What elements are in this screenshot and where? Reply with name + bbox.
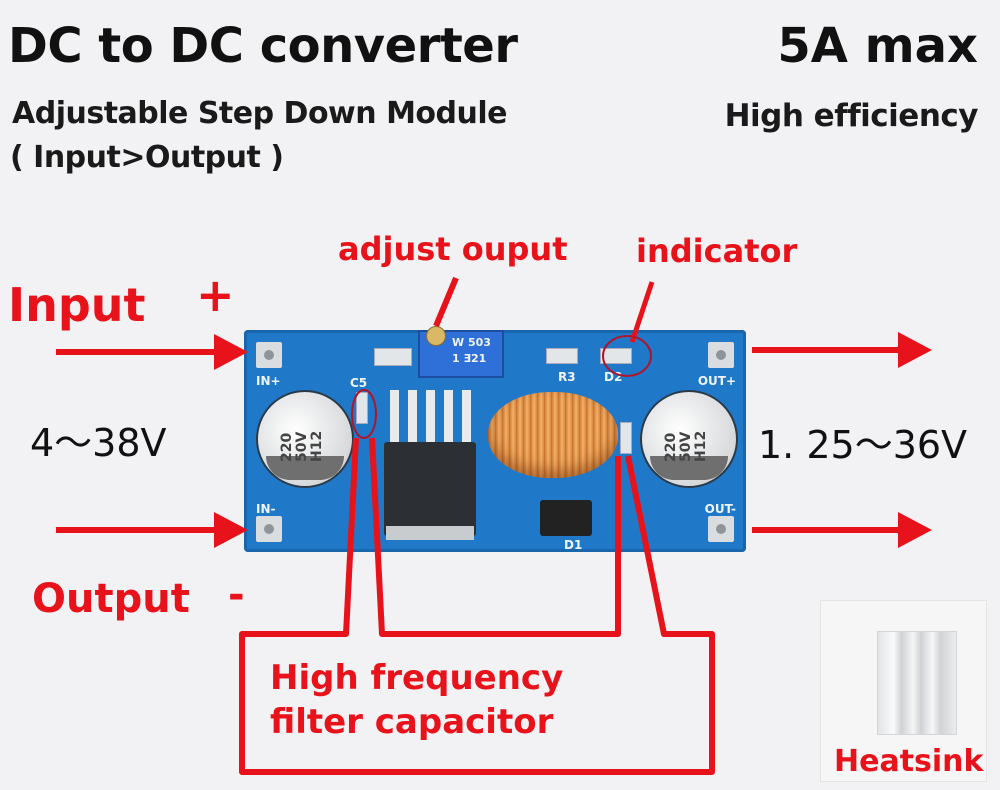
heatsink-label: Heatsink — [834, 744, 984, 779]
input-minus-arrow — [56, 512, 248, 548]
regulator-ic — [384, 442, 476, 536]
output-voltage-range: 1. 25～36V — [758, 423, 968, 467]
subnote: ( Input>Output ) — [10, 140, 284, 175]
input-capacitor: 220 50V H12 — [256, 390, 354, 488]
indicator-label: indicator — [636, 232, 798, 270]
filter-cap-line-2: filter capacitor — [270, 702, 554, 742]
silk-d1: D1 — [564, 538, 583, 552]
silk-out-plus: OUT+ — [697, 374, 736, 388]
pot-screw-icon[interactable] — [426, 326, 446, 346]
page-title: DC to DC converter — [8, 18, 518, 74]
input-voltage-range: 4～38V — [30, 421, 167, 465]
out-plus-pad — [708, 342, 734, 368]
diode-d1 — [540, 500, 592, 536]
output-label: Output — [32, 576, 190, 622]
silk-out-minus: OUT- — [704, 502, 736, 516]
indicator-pointer — [629, 281, 655, 343]
efficiency-label: High efficiency — [724, 98, 979, 134]
led-d2 — [600, 348, 632, 364]
ic-tab — [386, 526, 474, 540]
output-capacitor: 220 50V H12 — [640, 390, 738, 488]
output-minus-arrow — [752, 512, 932, 548]
silk-in-minus: IN- — [256, 502, 276, 516]
filter-cap-circle-left — [351, 389, 377, 439]
output-polarity: - — [228, 572, 245, 618]
out-minus-pad — [708, 516, 734, 542]
pot-marking-1: W 503 — [452, 336, 491, 349]
capacitor-stripe — [266, 456, 344, 480]
heatsink-icon — [877, 631, 957, 735]
in-plus-pad — [256, 342, 282, 368]
input-polarity: + — [196, 268, 235, 322]
silk-r3: R3 — [558, 370, 576, 384]
filter-capacitor-label: High frequency filter capacitor — [270, 656, 563, 744]
filter-cap-callout-inner — [369, 437, 621, 637]
inductor-coil — [488, 392, 618, 478]
smd-c5 — [374, 348, 412, 366]
filter-cap-callout — [239, 437, 715, 775]
silk-in-plus: IN+ — [256, 374, 281, 388]
converter-board: IN+ IN- OUT+ OUT- C5 R3 D2 D1 220 50V H1… — [244, 326, 746, 552]
ic-pins — [390, 390, 476, 442]
filter-cap-line-1: High frequency — [270, 658, 564, 698]
filter-capacitor-right — [620, 422, 632, 454]
adjust-pointer — [433, 276, 459, 328]
input-plus-arrow — [56, 334, 248, 370]
input-label: Input — [8, 278, 146, 332]
heatsink-panel — [820, 600, 987, 782]
silk-c5: C5 — [350, 376, 368, 390]
adjust-output-label: adjust ouput — [338, 230, 568, 268]
subtitle: Adjustable Step Down Module — [12, 96, 508, 131]
resistor-r3 — [546, 348, 578, 364]
capacitor-stripe — [650, 456, 728, 480]
max-current-label: 5A max — [777, 18, 978, 74]
filter-capacitor-left — [356, 392, 368, 424]
output-plus-arrow — [752, 332, 932, 368]
pot-marking-2: 1 Ǝ21 — [452, 352, 487, 365]
in-minus-pad — [256, 516, 282, 542]
indicator-circle — [602, 335, 652, 377]
